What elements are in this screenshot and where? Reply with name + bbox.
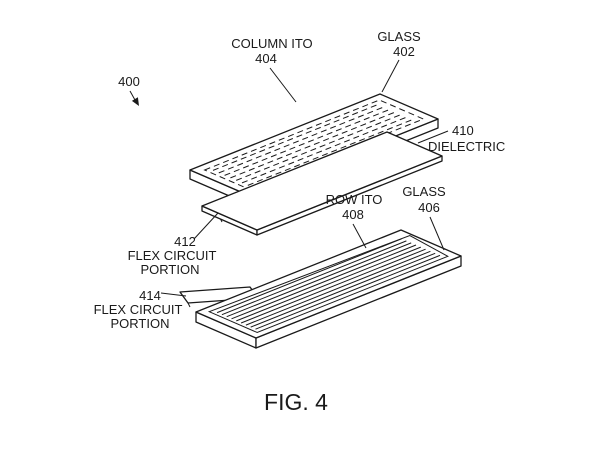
column-ito-line [224, 108, 392, 176]
dielectric-top-face [201, 131, 443, 231]
row-ito-border [207, 234, 449, 334]
leader-row-ito-408 [352, 223, 367, 249]
bottom-assembly [179, 229, 462, 349]
row-ito-line [216, 238, 402, 314]
labels: 400 COLUMN ITO 404 GLASS 402 410 DIELECT… [94, 29, 506, 415]
column-ito-line [241, 115, 410, 184]
leader-flex-412 [193, 212, 219, 240]
leader-glass-402 [381, 59, 400, 93]
label-flex-414-line1: FLEX CIRCUIT [94, 302, 183, 317]
reference-400-arrow [129, 90, 139, 106]
reference-400-arrow-shaft [129, 90, 136, 101]
leader-glass-406 [429, 216, 445, 251]
leader-flex-414 [160, 292, 187, 297]
figure-caption: FIG. 4 [264, 389, 328, 415]
row-ito-line [255, 254, 441, 330]
label-row-ito-name: ROW ITO [326, 192, 383, 207]
label-flex-412-line2: PORTION [141, 262, 200, 277]
row-ito-line [236, 246, 421, 322]
row-ito-pattern [207, 234, 449, 334]
label-column-ito-name: COLUMN ITO [231, 36, 312, 51]
row-ito-line [231, 244, 417, 320]
leader-column-ito-404 [269, 67, 297, 103]
column-ito-line [230, 110, 398, 179]
row-ito-line [250, 252, 436, 328]
label-flex-414-line2: PORTION [111, 316, 170, 331]
leader-lines [129, 59, 449, 297]
label-dielectric-number: 410 [452, 123, 474, 138]
column-ito-line [236, 113, 404, 181]
row-ito-line [245, 250, 431, 326]
label-glass-top-number: 402 [393, 44, 415, 59]
reference-400-arrowhead [131, 97, 139, 106]
column-ito-line [218, 105, 387, 174]
label-dielectric-name: DIELECTRIC [428, 139, 505, 154]
column-ito-line [212, 103, 381, 171]
row-ito-line [240, 248, 426, 324]
label-glass-top-name: GLASS [377, 29, 421, 44]
flex-414-thickness-edge [187, 302, 191, 308]
top-assembly [189, 93, 443, 236]
label-flex-414-number: 414 [139, 288, 161, 303]
label-flex-412-line1: FLEX CIRCUIT [128, 248, 217, 263]
dielectric-410-sheet [201, 131, 443, 236]
label-glass-bottom-number: 406 [418, 200, 440, 215]
label-glass-bottom-name: GLASS [402, 184, 446, 199]
row-ito-line [226, 242, 412, 318]
leader-dielectric-410 [417, 130, 449, 144]
column-ito-border [203, 99, 425, 190]
label-flex-412-number: 412 [174, 234, 196, 249]
column-ito-pattern [203, 99, 425, 190]
label-column-ito-number: 404 [255, 51, 277, 66]
column-ito-line [247, 118, 416, 186]
label-row-ito-number: 408 [342, 207, 364, 222]
row-ito-line [221, 240, 407, 316]
label-reference-400: 400 [118, 74, 140, 89]
